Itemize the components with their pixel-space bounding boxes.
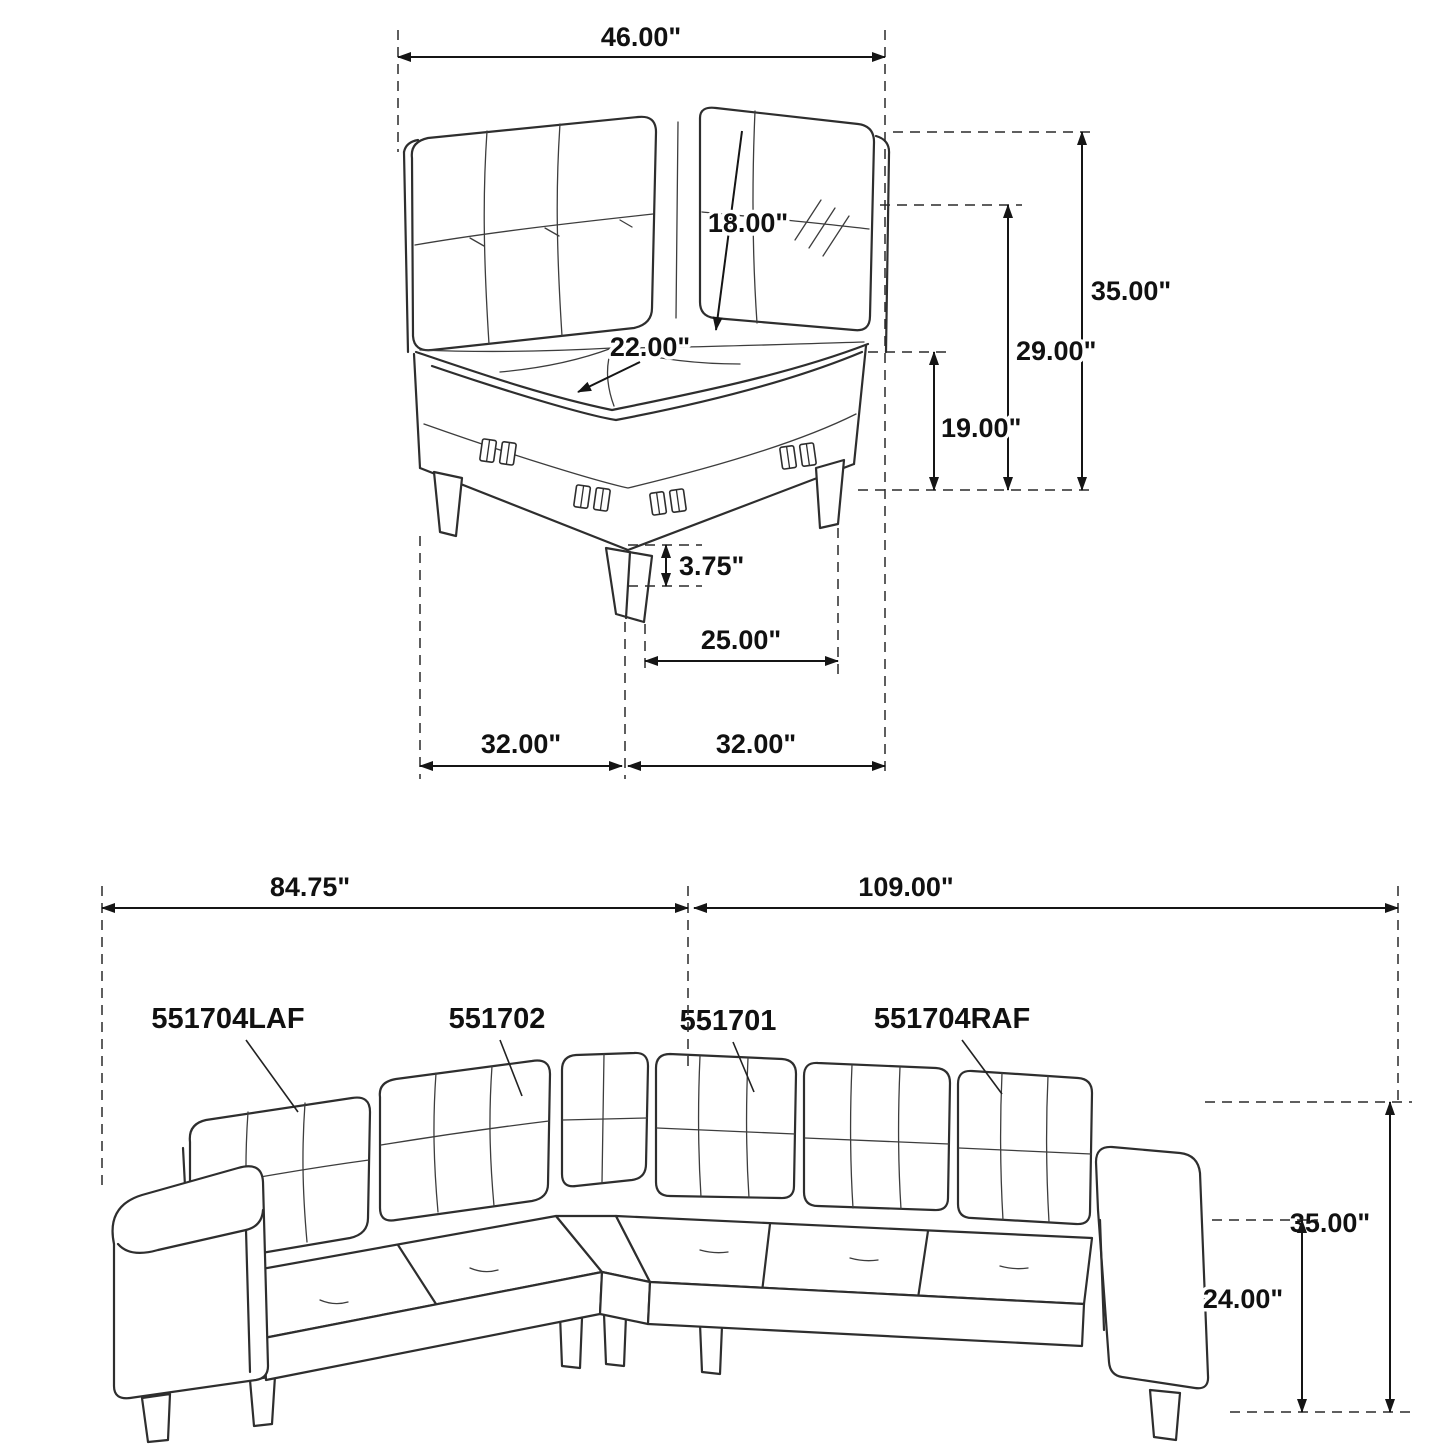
seat-front-corner	[598, 1270, 652, 1326]
left-back-cushion	[410, 115, 658, 352]
back-cushion-armless-tufts	[656, 1055, 796, 1199]
dim-label-3-75: 3.75"	[679, 551, 744, 581]
dim-label-32-right: 32.00"	[716, 729, 796, 759]
sofa-leg	[248, 1374, 277, 1428]
dim-back-height: 29.00"	[880, 204, 1100, 491]
dimension-arrow	[577, 361, 641, 393]
back-cushion-raf-1	[802, 1061, 952, 1212]
back-cushion-laf-2	[378, 1059, 552, 1222]
part-number-armless-2: 551702	[449, 1003, 546, 1035]
seat-cushion-front-edge	[414, 342, 870, 412]
part-number-armless-1: 551701	[680, 1005, 777, 1037]
part-number-raf: 551704RAF	[874, 1003, 1030, 1035]
left-back-cushion-tufts	[414, 123, 654, 345]
left-arm-roll	[116, 1208, 265, 1255]
dim-front-leg-span: 25.00"	[644, 528, 839, 674]
back-cushion-seam	[675, 121, 679, 319]
dim-label-19: 19.00"	[941, 413, 1021, 443]
seat-tuft-marks	[319, 1249, 1029, 1305]
frame-left-edge	[402, 150, 410, 354]
part-labels: 551704LAF 551702 551701 551704RAF	[148, 1000, 1034, 1113]
dim-label-109: 109.00"	[858, 872, 953, 902]
corner-wedge-drawing	[402, 106, 891, 624]
seat-crease-right-1	[760, 1222, 772, 1294]
sofa-leg	[140, 1392, 172, 1444]
dim-label-84-75: 84.75"	[270, 872, 350, 902]
dim-sofa-arm-height: 24.00"	[1199, 1219, 1318, 1413]
dim-label-24: 24.00"	[1203, 1284, 1283, 1314]
buckle-strap	[572, 483, 612, 513]
dim-right-length: 109.00"	[693, 869, 1399, 1102]
seat-cushion-tufts	[419, 341, 865, 407]
right-arm	[1094, 1145, 1210, 1390]
dim-sofa-overall-height: 35.00"	[1205, 1101, 1412, 1413]
dim-leg-height: 3.75"	[628, 544, 748, 587]
buckle-strap	[778, 441, 818, 471]
chair-front-leg-edge	[624, 550, 632, 620]
base-left-edge	[412, 352, 422, 470]
seat-cushion-lower-edge	[430, 350, 864, 422]
back-cushion-corner-tufts	[562, 1053, 648, 1184]
dim-overall-height: 35.00"	[858, 131, 1175, 491]
left-arm	[111, 1165, 270, 1400]
leader-line	[499, 1039, 523, 1097]
back-cushion-laf-2-tufts	[380, 1065, 550, 1213]
leader-line	[245, 1039, 299, 1113]
seat-crease-right-2	[916, 1229, 930, 1300]
dim-seat-height: 19.00"	[868, 351, 1025, 491]
dim-left-length: 84.75"	[101, 869, 689, 1188]
leader-line	[961, 1039, 1003, 1095]
part-number-laf: 551704LAF	[151, 1003, 304, 1035]
dim-overall-width: 46.00"	[397, 19, 886, 778]
dim-label-29: 29.00"	[1016, 336, 1096, 366]
frame-right-edge	[874, 134, 891, 354]
sofa-leg	[698, 1322, 724, 1376]
back-cushion-raf-2-tufts	[958, 1072, 1092, 1223]
dim-label-25: 25.00"	[701, 625, 781, 655]
dim-side-depths: 32.00" 32.00"	[419, 536, 886, 779]
base-right-edge	[852, 344, 868, 466]
chair-left-leg	[432, 470, 464, 538]
right-back-cushion	[698, 106, 876, 332]
dim-seat-depth: 22.00"	[577, 329, 694, 393]
sofa-leg	[602, 1312, 628, 1368]
buckle-strap	[478, 437, 518, 467]
buckle-strap	[648, 487, 688, 517]
dim-label-46: 46.00"	[601, 22, 681, 52]
back-cushion-armless	[654, 1052, 798, 1200]
seat-crease-left	[396, 1243, 438, 1306]
dim-label-18: 18.00"	[708, 208, 788, 238]
dim-back-cushion: 18.00"	[704, 130, 792, 331]
leader-line	[732, 1041, 755, 1093]
dim-label-35: 35.00"	[1091, 276, 1171, 306]
right-arm-inner-edge	[1098, 1218, 1106, 1332]
frame-top-left-edge	[402, 138, 420, 154]
left-arm-inner-edge	[244, 1228, 252, 1374]
sectional-drawing	[111, 1051, 1210, 1444]
seat-front-right	[646, 1280, 1086, 1348]
sofa-leg	[558, 1313, 584, 1370]
chair-right-leg	[814, 458, 846, 530]
back-cushion-raf-1-tufts	[804, 1064, 950, 1210]
base-bottom-edge	[418, 462, 856, 552]
sofa-leg	[1148, 1388, 1182, 1442]
dim-label-32-left: 32.00"	[481, 729, 561, 759]
dimension-arrow	[712, 130, 743, 331]
right-back-cushion-tufts	[701, 110, 870, 324]
back-cushion-raf-2	[956, 1069, 1094, 1226]
dim-label-22: 22.00"	[610, 332, 690, 362]
